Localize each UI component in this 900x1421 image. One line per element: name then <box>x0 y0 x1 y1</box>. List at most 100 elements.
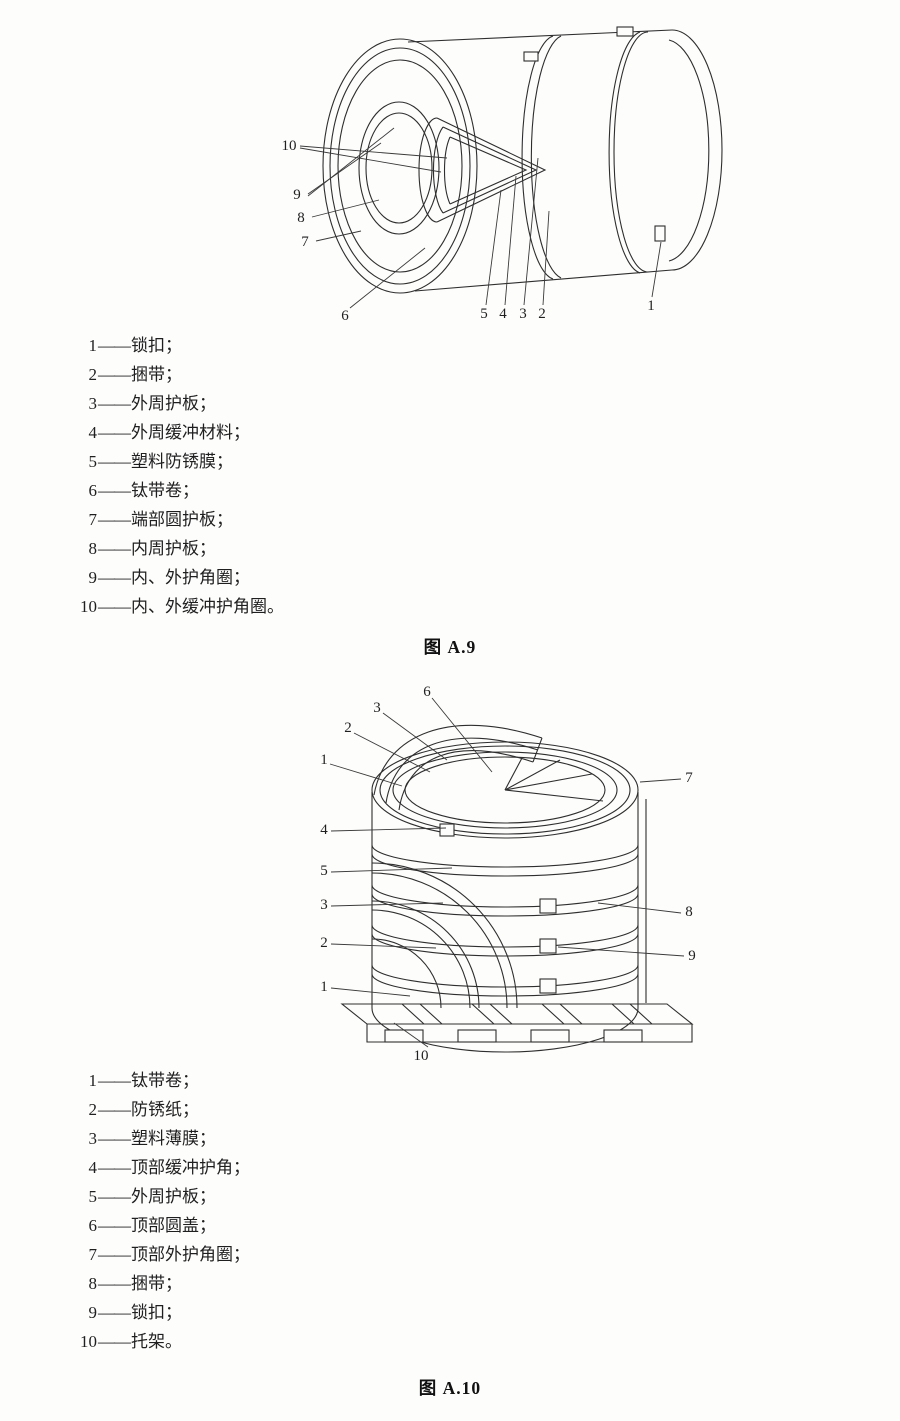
legend-item-number: 3 <box>88 1129 98 1148</box>
legend-item-number: 3 <box>88 394 98 413</box>
outer-cushion-ring <box>337 59 463 273</box>
callout-number: 5 <box>320 863 328 879</box>
legend-separator: —— <box>98 1303 131 1322</box>
strap-band <box>371 924 639 948</box>
legend-item-label: 内、外缓冲护角圈。 <box>131 597 284 616</box>
legend-item: 1 —— 锁扣； <box>73 331 284 360</box>
pallet-foot <box>530 1029 570 1043</box>
legend-item: 9 —— 内、外护角圈； <box>73 563 284 592</box>
callout-number: 7 <box>685 770 693 786</box>
legend-item: 8 —— 捆带； <box>73 1269 250 1298</box>
legend-item-label: 外周护板； <box>131 1187 216 1206</box>
pallet-foot <box>457 1029 497 1043</box>
coil-a10-straps <box>371 823 639 997</box>
strap-band <box>371 893 639 917</box>
legend-item: 2 —— 捆带； <box>73 360 284 389</box>
top-cover-edge <box>404 756 606 824</box>
legend-separator: —— <box>98 1274 131 1293</box>
legend-separator: —— <box>98 423 131 442</box>
legend-item-number: 6 <box>88 1216 98 1235</box>
figure-a10-drawing: 6 3 2 1 7 4 5 3 2 8 9 1 10 <box>320 684 696 1064</box>
legend-item: 7 —— 顶部外护角圈； <box>73 1240 251 1269</box>
strap-buckle <box>539 978 557 994</box>
legend-item-label: 顶部圆盖； <box>131 1216 216 1235</box>
callout-number: 4 <box>499 306 507 322</box>
legend-item-label: 钛带卷； <box>131 481 199 500</box>
callout-number: 8 <box>297 210 305 226</box>
legend-separator: —— <box>98 1158 131 1177</box>
legend-separator: —— <box>98 336 131 355</box>
legend-item-number: 5 <box>88 1187 98 1206</box>
legend-item-label: 外周缓冲材料； <box>131 423 250 442</box>
legend-item-label: 塑料防锈膜； <box>131 452 233 471</box>
strap-band <box>371 973 639 997</box>
coil-a10-top <box>371 741 639 839</box>
legend-separator: —— <box>98 1216 131 1235</box>
legend-item-number: 5 <box>88 452 98 471</box>
coil-a9-straps <box>521 26 666 280</box>
figure-a10-leader-lines <box>329 697 685 1048</box>
legend-item-number: 10 <box>80 597 97 616</box>
callout-number: 1 <box>320 979 328 995</box>
pallet-foot <box>603 1029 643 1043</box>
figure-a10-caption: 图 A.10 <box>418 1378 482 1398</box>
callout-number: 1 <box>647 298 655 314</box>
legend-item: 10 —— 托架。 <box>73 1327 250 1356</box>
legend-item-label: 顶部外护角圈； <box>131 1245 250 1264</box>
coil-a9-body <box>407 29 723 292</box>
legend-item: 3 —— 塑料薄膜； <box>73 1124 250 1153</box>
top-cover-seam <box>504 773 593 791</box>
legend-separator: —— <box>98 568 131 587</box>
strap-buckle <box>539 898 557 914</box>
legend-separator: —— <box>98 365 131 384</box>
pallet-front <box>366 1024 693 1043</box>
legend-item-label: 顶部缓冲护角； <box>131 1158 250 1177</box>
legend-item-number: 8 <box>88 539 98 558</box>
legend-separator: —— <box>98 510 131 529</box>
legend-item: 1 —— 钛带卷； <box>73 1066 250 1095</box>
strap-band <box>521 35 554 280</box>
coil-a10-body <box>371 792 647 1053</box>
strap-band <box>530 35 562 279</box>
legend-item: 3 —— 外周护板； <box>73 389 284 418</box>
inner-guard-plate <box>365 112 433 224</box>
legend-item-label: 锁扣； <box>131 1303 182 1322</box>
pallet-foot <box>384 1029 424 1043</box>
legend-item: 2 —— 防锈纸； <box>73 1095 250 1124</box>
pallet <box>340 1003 694 1043</box>
callout-number: 3 <box>320 897 328 913</box>
strap-band <box>371 933 639 957</box>
legend-item: 4 —— 外周缓冲材料； <box>73 418 284 447</box>
strap-band <box>371 853 639 877</box>
strap-buckle <box>539 938 557 954</box>
callout-number: 10 <box>414 1048 429 1064</box>
callout-number: 10 <box>282 138 297 154</box>
coil-a9-cutaway-cone <box>418 117 547 223</box>
legend-separator: —— <box>98 597 131 616</box>
top-cover-seam <box>504 789 604 802</box>
legend-item-number: 7 <box>88 510 98 529</box>
strap-buckle <box>616 26 634 37</box>
legend-separator: —— <box>98 1332 131 1351</box>
callout-number: 6 <box>341 308 349 324</box>
legend-item-label: 防锈纸； <box>131 1100 199 1119</box>
callout-number: 2 <box>538 306 546 322</box>
figure-a9-drawing: 10 9 8 7 6 5 4 3 2 1 <box>282 26 723 324</box>
figure-a10-legend: 1 —— 钛带卷； 2 —— 防锈纸； 3 —— 塑料薄膜； 4 —— 顶部缓冲… <box>73 1066 250 1356</box>
end-guard-plate <box>322 38 478 294</box>
top-outer-rim <box>371 741 639 839</box>
callout-number: 7 <box>301 234 309 250</box>
legend-item-number: 6 <box>88 481 98 500</box>
legend-item-number: 2 <box>88 365 98 384</box>
legend-item: 5 —— 塑料防锈膜； <box>73 447 284 476</box>
callout-number: 6 <box>423 684 431 700</box>
legend-separator: —— <box>98 1245 131 1264</box>
legend-item-number: 8 <box>88 1274 98 1293</box>
callout-number: 3 <box>373 700 381 716</box>
legend-item-label: 外周护板； <box>131 394 216 413</box>
legend-item-number: 9 <box>88 1303 98 1322</box>
figure-a9-legend: 1 —— 锁扣； 2 —— 捆带； 3 —— 外周护板； 4 —— 外周缓冲材料… <box>73 331 284 621</box>
legend-separator: —— <box>98 1100 131 1119</box>
legend-item-number: 4 <box>88 423 98 442</box>
